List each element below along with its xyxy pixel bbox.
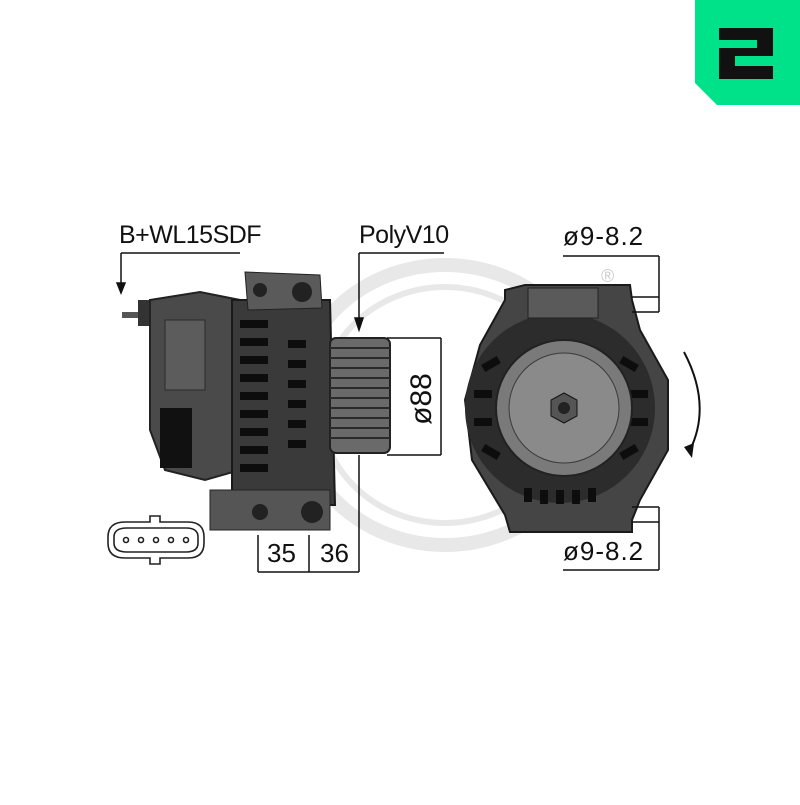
width-36-label: 36 <box>320 538 349 568</box>
alternator-side-view <box>122 271 391 531</box>
pulley-type-label: PolyV10 <box>359 221 449 249</box>
pulley-diameter-label: ø88 <box>404 373 438 425</box>
registered-trademark-icon: ® <box>601 266 614 286</box>
alternator-front-view <box>463 284 669 533</box>
dimension-lines <box>115 252 660 573</box>
era-logo-icon <box>695 0 800 105</box>
rotation-arrow-icon <box>683 351 701 458</box>
width-35-label: 35 <box>267 538 296 568</box>
top-mount-diameter-label: ø9-8.2 <box>563 221 645 251</box>
connector-plug-icon <box>107 515 205 565</box>
bottom-mount-diameter-label: ø9-8.2 <box>563 536 645 566</box>
connector-type-label: B+WL15SDF <box>119 221 262 249</box>
